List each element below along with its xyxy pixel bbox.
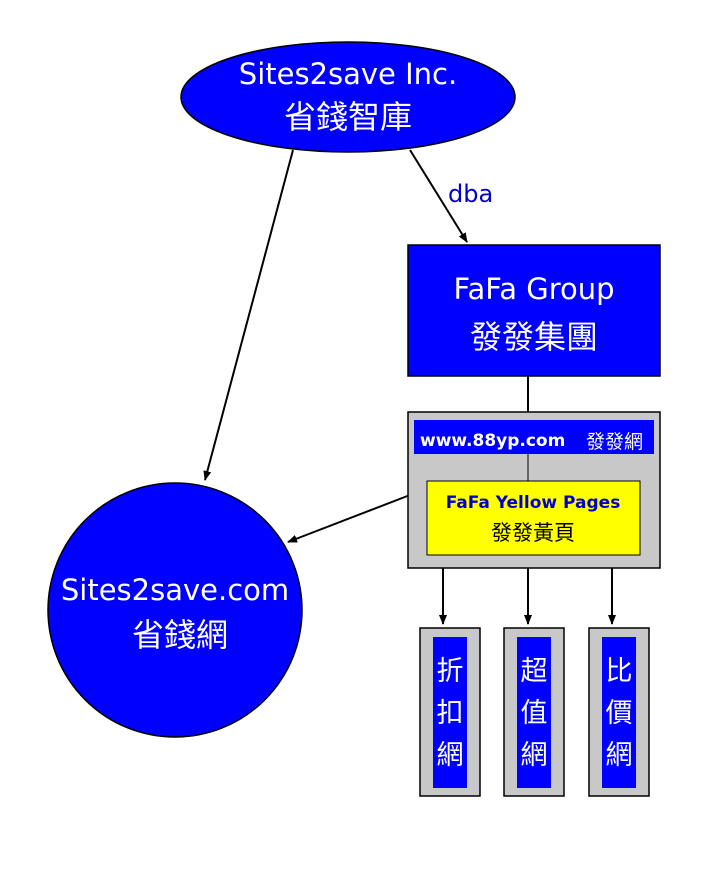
sites2save-name: Sites2save.com xyxy=(61,573,289,607)
node-fafa-group: FaFa Group 發發集團 xyxy=(407,244,661,377)
sub-site-1-char-3: 網 xyxy=(437,740,464,771)
node-sub-site-2: 超 值 網 xyxy=(503,627,565,797)
sites2save-name-zh: 省錢網 xyxy=(132,616,228,654)
node-sub-site-1: 折 扣 網 xyxy=(419,627,481,797)
node-88yp-panel: www.88yp.com 發發網 FaFa Yellow Pages 發發黃頁 xyxy=(407,411,661,569)
node-sites2save: Sites2save.com 省錢網 xyxy=(47,482,303,738)
yellow-pages-box xyxy=(426,480,641,556)
group-name-zh: 發發集團 xyxy=(470,318,598,356)
yellow-pages-name-zh: 發發黃頁 xyxy=(491,521,575,545)
sub-site-1-char-1: 折 xyxy=(437,656,464,687)
edge-top-to-sites2save xyxy=(203,149,294,481)
edge-label-dba: dba xyxy=(448,180,493,208)
group-name: FaFa Group xyxy=(453,272,614,306)
edge-top-to-group xyxy=(409,149,468,243)
top-company-name-zh: 省錢智庫 xyxy=(284,98,412,136)
sub-site-2-char-3: 網 xyxy=(521,740,548,771)
site-name-zh: 發發網 xyxy=(586,431,643,453)
sub-site-2-char-1: 超 xyxy=(521,656,548,687)
sub-site-3-char-2: 價 xyxy=(606,698,633,729)
sub-site-3-char-1: 比 xyxy=(606,656,633,687)
top-company-name: Sites2save Inc. xyxy=(239,57,457,91)
sub-site-2-char-2: 值 xyxy=(521,698,548,729)
edge-panel-to-sites2save xyxy=(287,494,411,543)
site-url-bar xyxy=(414,420,654,454)
node-top-company: Sites2save Inc. 省錢智庫 xyxy=(180,41,516,153)
node-sub-site-3: 比 價 網 xyxy=(588,627,650,797)
sub-site-1-char-2: 扣 xyxy=(437,698,464,729)
site-url: www.88yp.com xyxy=(420,431,565,451)
sub-site-3-char-3: 網 xyxy=(606,740,633,771)
yellow-pages-name: FaFa Yellow Pages xyxy=(446,493,621,513)
